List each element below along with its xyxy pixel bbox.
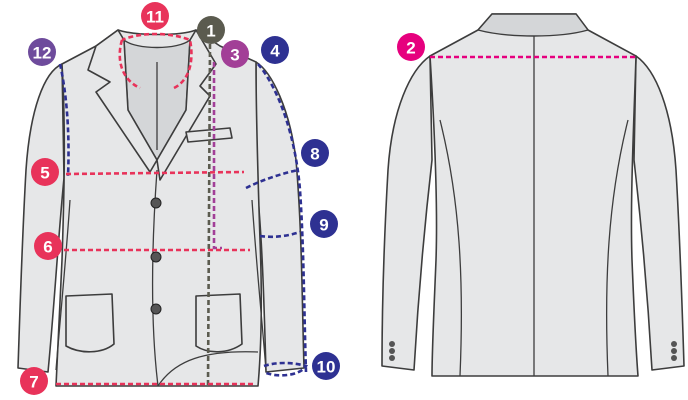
badge-7: 7 <box>20 367 48 395</box>
badge-12-label: 12 <box>33 44 52 63</box>
back-collar <box>476 13 590 37</box>
badge-4: 4 <box>261 36 289 64</box>
badge-10-label: 10 <box>317 358 336 377</box>
badge-2: 2 <box>397 33 425 61</box>
back-left-sleeve <box>381 55 433 371</box>
measure-line-12 <box>58 63 70 177</box>
badge-5: 5 <box>31 158 59 186</box>
back-right-sleeve-button-1 <box>671 341 677 347</box>
jacket-front <box>17 29 305 387</box>
front-left-pocket <box>65 293 115 353</box>
measure-line-3 <box>212 62 222 250</box>
badge-6: 6 <box>34 232 62 260</box>
badge-5-label: 5 <box>40 164 49 183</box>
back-left-sleeve-button-3 <box>389 355 395 361</box>
badge-3: 3 <box>221 40 249 68</box>
measure-line-1 <box>206 43 212 387</box>
badge-8-label: 8 <box>310 145 319 164</box>
badge-12: 12 <box>28 38 56 66</box>
badge-1: 1 <box>197 16 225 44</box>
front-right-sleeve <box>255 61 305 373</box>
measurement-lines <box>56 32 636 387</box>
back-right-sleeve-button-3 <box>671 355 677 361</box>
front-button-1 <box>150 197 162 209</box>
badge-8: 8 <box>301 139 329 167</box>
badge-11: 11 <box>141 2 169 30</box>
badge-10: 10 <box>312 352 340 380</box>
back-left-sleeve-button-1 <box>389 341 395 347</box>
jacket-back <box>381 13 685 377</box>
badge-1-label: 1 <box>206 22 215 41</box>
front-left-sleeve <box>17 63 65 373</box>
back-right-sleeve <box>633 55 685 371</box>
badge-9: 9 <box>310 210 338 238</box>
measure-line-10 <box>263 361 308 377</box>
measure-line-11 <box>118 32 193 90</box>
badge-6-label: 6 <box>43 238 52 257</box>
badge-11-label: 11 <box>146 8 164 27</box>
front-right-pocket <box>195 293 243 353</box>
measurement-badges: 11 1 3 4 12 5 6 7 <box>20 2 425 395</box>
badge-9-label: 9 <box>319 216 328 235</box>
badge-3-label: 3 <box>230 46 239 65</box>
measure-line-4 <box>257 63 308 373</box>
measure-line-8 <box>245 168 299 190</box>
back-left-sleeve-button-2 <box>389 348 395 354</box>
measure-line-9 <box>259 230 301 239</box>
badge-4-label: 4 <box>270 42 280 61</box>
measure-line-5 <box>65 170 245 176</box>
badge-2-label: 2 <box>406 39 415 58</box>
front-button-3 <box>150 303 162 315</box>
badge-7-label: 7 <box>29 373 38 392</box>
front-button-2 <box>150 251 162 263</box>
back-right-sleeve-button-2 <box>671 348 677 354</box>
